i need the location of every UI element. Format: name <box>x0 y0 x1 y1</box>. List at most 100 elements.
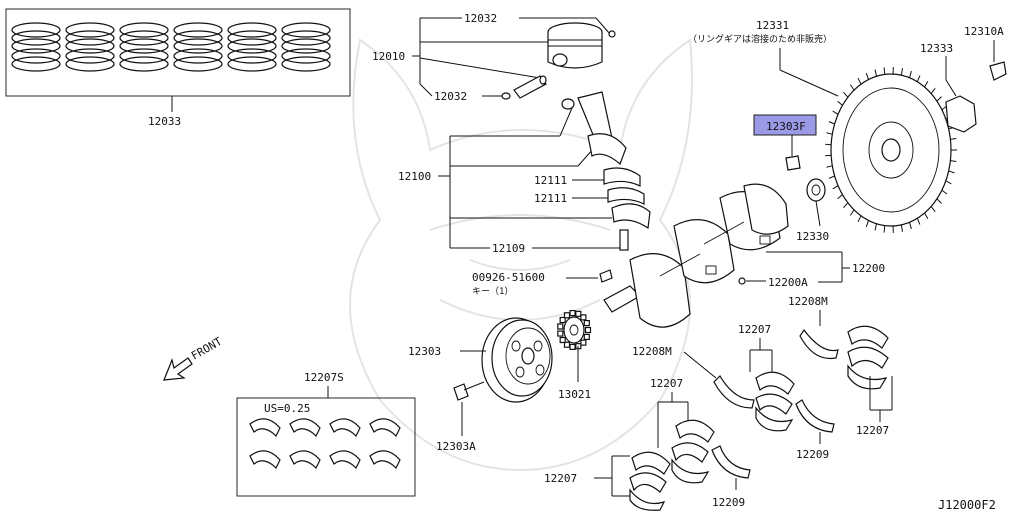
piston-ring-set <box>12 23 60 71</box>
ring-gear-tooth <box>829 176 835 178</box>
pilot-bushing-group: 12303F <box>754 115 816 170</box>
main-bearing-right-drawing <box>848 326 888 389</box>
label-sprocket[interactable]: 13021 <box>558 388 591 401</box>
pulley-group: 12303 12303A 13021 <box>408 311 591 453</box>
label-flywheel[interactable]: 12331 <box>756 19 789 32</box>
label-piston-rings[interactable]: 12033 <box>148 115 181 128</box>
piston-ring-set <box>282 23 330 71</box>
sprocket-tooth <box>570 311 575 316</box>
label-thrust-washer-lower[interactable]: 12208M <box>632 345 672 358</box>
label-key-name: キー（1） <box>472 286 513 297</box>
main-bearing-upper-drawing <box>756 372 794 431</box>
ring-gear-tooth <box>950 138 956 139</box>
bearing-shell <box>290 451 320 468</box>
label-spacer[interactable]: 12330 <box>796 230 829 243</box>
label-pulley-bolt[interactable]: 12303A <box>436 440 476 453</box>
piston-ring <box>120 57 168 71</box>
ring-gear-tooth <box>884 67 885 74</box>
label-crank-pulley[interactable]: 12303 <box>408 345 441 358</box>
ring-gear-tooth <box>850 210 854 216</box>
label-crankshaft[interactable]: 12200 <box>852 262 885 275</box>
ring-gear-tooth <box>833 186 838 189</box>
sprocket-tooth <box>581 315 586 320</box>
bearing-set-group: 12207S US=0.25 <box>237 371 415 496</box>
sprocket-tooth <box>581 340 586 345</box>
thrust-washer-right-drawing <box>796 400 834 432</box>
ring-gear-tooth <box>901 225 902 232</box>
label-front: FRONT <box>189 335 225 363</box>
thrust-washer-lower-drawing <box>714 376 754 408</box>
label-main-bearing-right[interactable]: 12207 <box>856 424 889 437</box>
piston-ring-set <box>66 23 114 71</box>
bearing-shell <box>370 451 400 468</box>
ring-gear-tooth <box>931 206 935 211</box>
piston-ring-set <box>174 23 222 71</box>
ring-gear-tooth <box>946 181 951 184</box>
label-clip-bottom[interactable]: 12032 <box>434 90 467 103</box>
sprocket-tooth <box>584 321 589 326</box>
piston-ring <box>228 57 276 71</box>
bearing-shell <box>330 451 360 468</box>
piston-drawing <box>502 23 615 99</box>
pilot-bushing-drawing <box>786 156 800 170</box>
label-piston[interactable]: 12010 <box>372 50 405 63</box>
label-crank-plug[interactable]: 12200A <box>768 276 808 289</box>
ring-gear-tooth <box>937 199 942 203</box>
ring-gear-tooth <box>910 222 912 229</box>
piston-ring <box>282 57 330 71</box>
label-conrod-bearing-upper[interactable]: 12111 <box>534 174 567 187</box>
ring-gear-tooth <box>937 97 942 101</box>
piston-ring <box>12 57 60 71</box>
label-flywheel-bolt[interactable]: 12310A <box>964 25 1004 38</box>
bearing-shell <box>250 419 280 436</box>
label-flywheel-plate[interactable]: 12333 <box>920 42 953 55</box>
label-conrod-nut[interactable]: 12109 <box>492 242 525 255</box>
ring-gear-tooth <box>838 195 843 199</box>
sprocket-drawing <box>558 311 591 350</box>
label-main-bearing-upper[interactable]: 12207 <box>738 323 771 336</box>
label-key-code[interactable]: 00926-51600 <box>472 271 545 284</box>
ring-gear-tooth <box>942 190 947 194</box>
ring-gear-tooth <box>917 218 920 224</box>
label-main-bearing-lower[interactable]: 12207 <box>544 472 577 485</box>
label-main-bearing-mid[interactable]: 12207 <box>650 377 683 390</box>
sprocket-tooth <box>565 313 570 318</box>
label-flywheel-note: （リングギアは溶接のため非販売） <box>688 33 832 45</box>
bearings-group: 12208M 12207 12207 12208M 12 <box>544 295 892 510</box>
diagram-code: J12000F2 <box>938 498 996 511</box>
ring-gear-tooth <box>826 133 832 134</box>
ring-gear-tooth <box>917 75 920 81</box>
ring-gear-tooth <box>875 69 876 76</box>
crank-pulley-drawing <box>482 318 552 402</box>
ring-gear-tooth <box>875 224 876 231</box>
main-bearing-lower-drawing <box>630 452 670 510</box>
sprocket-tooth <box>558 331 563 336</box>
ring-gear-tooth <box>850 85 854 91</box>
label-conrod[interactable]: 12100 <box>398 170 431 183</box>
bearing-shell <box>330 419 360 436</box>
ring-gear-tooth <box>858 216 861 222</box>
ring-gear-tooth <box>844 203 848 208</box>
label-pilot-bushing[interactable]: 12303F <box>766 120 806 133</box>
ring-gear-tooth <box>844 92 848 97</box>
ring-gear-tooth <box>925 213 928 219</box>
ring-gear-tooth <box>838 101 843 105</box>
label-conrod-bearing-lower[interactable]: 12111 <box>534 192 567 205</box>
label-thrust-washer-upper[interactable]: 12208M <box>788 295 828 308</box>
bearing-shell <box>370 419 400 436</box>
sprocket-tooth <box>576 311 581 316</box>
spacer-drawing <box>807 179 825 201</box>
sprocket-tooth <box>558 324 563 329</box>
label-clip-top[interactable]: 12032 <box>464 12 497 25</box>
piston-ring-set <box>228 23 276 71</box>
label-thrust-washer-right[interactable]: 12209 <box>796 448 829 461</box>
thrust-washer-bottom-drawing <box>712 446 750 478</box>
ring-gear-tooth <box>950 161 956 162</box>
piston-ring-set <box>120 23 168 71</box>
ring-gear-tooth <box>949 171 955 173</box>
sprocket-tooth <box>570 344 575 349</box>
label-bearing-set[interactable]: 12207S <box>304 371 344 384</box>
front-arrow-icon <box>164 358 192 380</box>
label-thrust-washer-bottom[interactable]: 12209 <box>712 496 745 509</box>
piston-rings-group: 12033 <box>6 9 350 128</box>
